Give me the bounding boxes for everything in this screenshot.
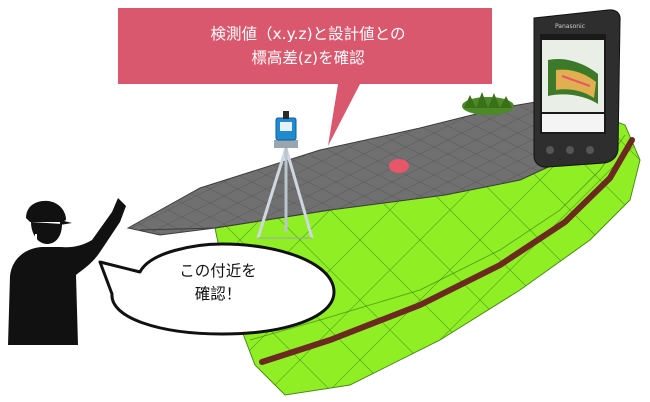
rugged-tablet-icon	[533, 9, 621, 168]
bubble-line-1: この付近を	[179, 262, 257, 280]
bubble-line-2: 確認！	[194, 285, 242, 303]
worker-pointing-icon	[8, 198, 126, 345]
callout-line-1: 検測値（x.y.z)と設計値との	[210, 25, 406, 43]
speech-bubble	[98, 242, 336, 336]
total-station-icon	[256, 111, 314, 239]
tablet-brand: Panasonic	[555, 23, 585, 30]
grass-tuft	[462, 92, 514, 115]
callout-line-2: 標高差(z)を確認	[251, 49, 365, 67]
check-point-marker	[389, 159, 409, 173]
berm-stripe	[259, 137, 635, 365]
speech-bubble-text: この付近を 確認！	[150, 260, 286, 306]
callout-text: 検測値（x.y.z)と設計値との 標高差(z)を確認	[128, 22, 488, 70]
pink-callout	[118, 8, 492, 146]
